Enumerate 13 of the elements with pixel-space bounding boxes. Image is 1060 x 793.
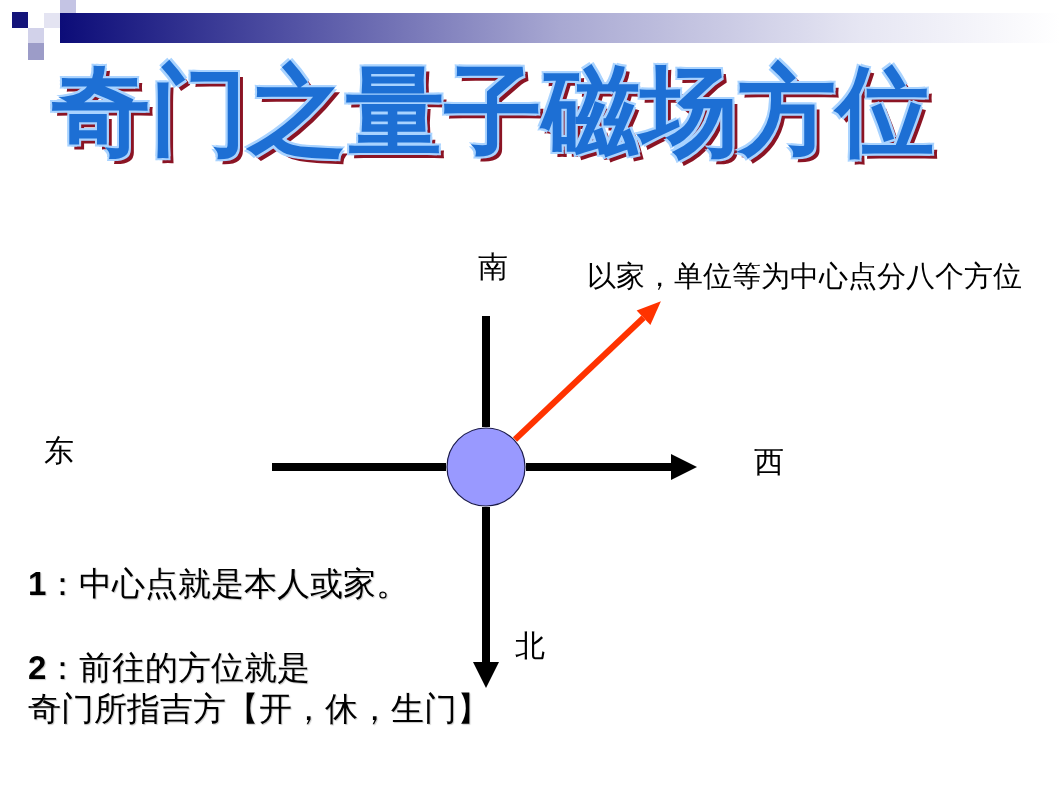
note-text: 2：前往的方位就是 [28,649,311,688]
arrow [512,301,661,442]
direction-label: 北 [515,629,545,664]
note-text: 1：中心点就是本人或家。 [28,565,410,604]
direction-label: 东 [44,434,74,469]
direction-label: 南 [478,250,508,285]
arrow [526,454,697,480]
direction-label: 西 [754,445,784,480]
note-text: 奇门所指吉方【开，休，生门】 [28,691,490,729]
center-circle [446,427,526,507]
slide-title: 奇门之量子磁场方位 [52,56,934,166]
arrow [473,507,499,688]
annotation-text: 以家，单位等为中心点分八个方位 [587,260,1022,294]
